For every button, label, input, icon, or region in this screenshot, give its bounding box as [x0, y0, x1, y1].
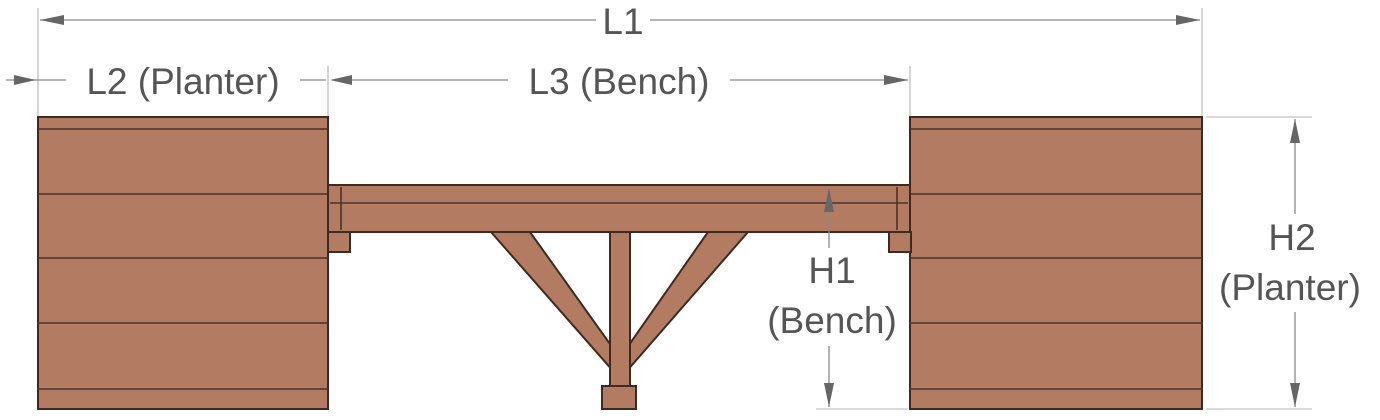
l3-label: L3 (Bench) — [529, 61, 710, 102]
l1-dimension: L1 — [40, 1, 1200, 42]
h1-label-line2: (Bench) — [767, 300, 897, 341]
bench-foot — [601, 385, 637, 410]
left-planter — [37, 116, 329, 410]
h1-dimension: H1 (Bench) — [767, 188, 897, 407]
center-post — [609, 231, 631, 388]
right-planter — [909, 116, 1203, 410]
l2-label: L2 (Planter) — [86, 61, 279, 102]
bench-seat — [327, 184, 911, 233]
right-cleat — [888, 231, 912, 253]
h2-label-line1: H2 — [1268, 217, 1315, 258]
l1-label: L1 — [602, 1, 643, 42]
h2-label-line2: (Planter) — [1219, 267, 1361, 308]
h2-dimension: H2 (Planter) — [1219, 119, 1361, 407]
h1-label-line1: H1 — [808, 250, 855, 291]
l3-dimension: L3 (Bench) — [352, 61, 908, 102]
bench — [327, 184, 912, 410]
left-cleat — [327, 231, 351, 253]
l2-dimension: L2 (Planter) — [6, 61, 352, 102]
